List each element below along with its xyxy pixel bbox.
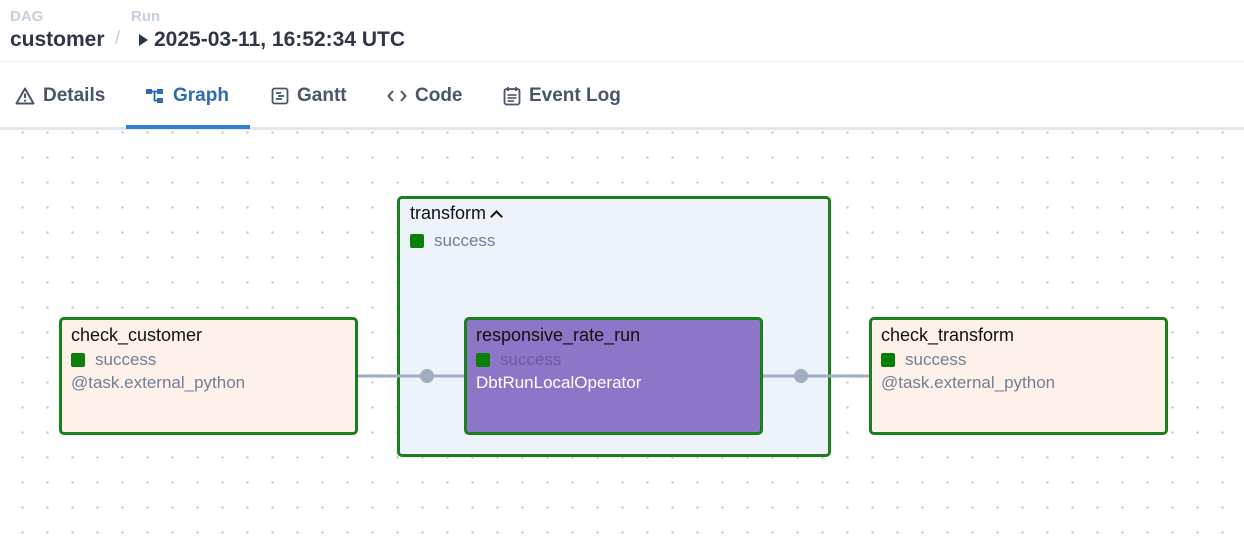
task-state-label: success — [95, 350, 157, 369]
chevron-up-icon[interactable] — [490, 209, 503, 223]
active-tab-indicator — [126, 125, 250, 129]
task-name: responsive_rate_run — [476, 325, 641, 345]
play-icon — [139, 34, 148, 46]
event-log-icon — [503, 86, 521, 106]
success-status-icon — [410, 234, 424, 248]
tab-graph-label: Graph — [173, 85, 229, 106]
success-status-icon — [71, 353, 85, 367]
header: DAG customer / Run 2025-03-11, 16:52:34 … — [0, 0, 1244, 62]
group-state-label: success — [434, 231, 496, 250]
group-label: transform — [410, 203, 487, 223]
tab-code[interactable]: Code — [387, 62, 463, 130]
task-state: success — [476, 349, 751, 371]
warning-triangle-icon — [15, 87, 35, 105]
group-header[interactable]: transform — [410, 203, 503, 224]
tab-event-log-label: Event Log — [529, 85, 621, 106]
group-state: success — [410, 231, 495, 251]
task-name: check_customer — [71, 325, 203, 345]
tab-details[interactable]: Details — [15, 62, 105, 130]
tab-graph[interactable]: Graph — [145, 62, 229, 130]
success-status-icon — [476, 353, 490, 367]
task-operator: @task.external_python — [881, 373, 1056, 392]
task-name: check_transform — [881, 325, 1015, 345]
graph-icon — [145, 87, 165, 105]
tab-gantt[interactable]: Gantt — [271, 62, 347, 130]
breadcrumb-dag[interactable]: DAG customer — [10, 8, 105, 54]
task-state: success — [881, 349, 1156, 371]
dag-id[interactable]: customer — [10, 28, 105, 51]
task-operator: @task.external_python — [71, 373, 246, 392]
task-state-label: success — [500, 350, 562, 369]
code-icon — [387, 88, 407, 104]
tab-event-log[interactable]: Event Log — [503, 62, 621, 130]
task-node-responsive-rate-run[interactable]: responsive_rate_run success DbtRunLocalO… — [464, 317, 763, 435]
breadcrumb-separator: / — [115, 28, 121, 48]
task-node-check-customer[interactable]: check_customer success @task.external_py… — [59, 317, 358, 435]
task-state: success — [71, 349, 346, 371]
gantt-icon — [271, 87, 289, 105]
success-status-icon — [881, 353, 895, 367]
tab-gantt-label: Gantt — [297, 85, 347, 106]
task-state-label: success — [905, 350, 967, 369]
run-value: 2025-03-11, 16:52:34 UTC — [154, 28, 405, 51]
run-id[interactable]: 2025-03-11, 16:52:34 UTC — [131, 26, 405, 54]
tab-bar: Details Graph Gantt Code Event Log — [0, 62, 1244, 130]
task-operator: DbtRunLocalOperator — [476, 373, 642, 392]
run-label: Run — [131, 8, 161, 25]
tab-code-label: Code — [415, 85, 463, 106]
tab-details-label: Details — [43, 85, 106, 106]
task-node-check-transform[interactable]: check_transform success @task.external_p… — [869, 317, 1168, 435]
breadcrumb-run[interactable]: Run 2025-03-11, 16:52:34 UTC — [131, 8, 405, 54]
dag-label: DAG — [10, 8, 44, 25]
